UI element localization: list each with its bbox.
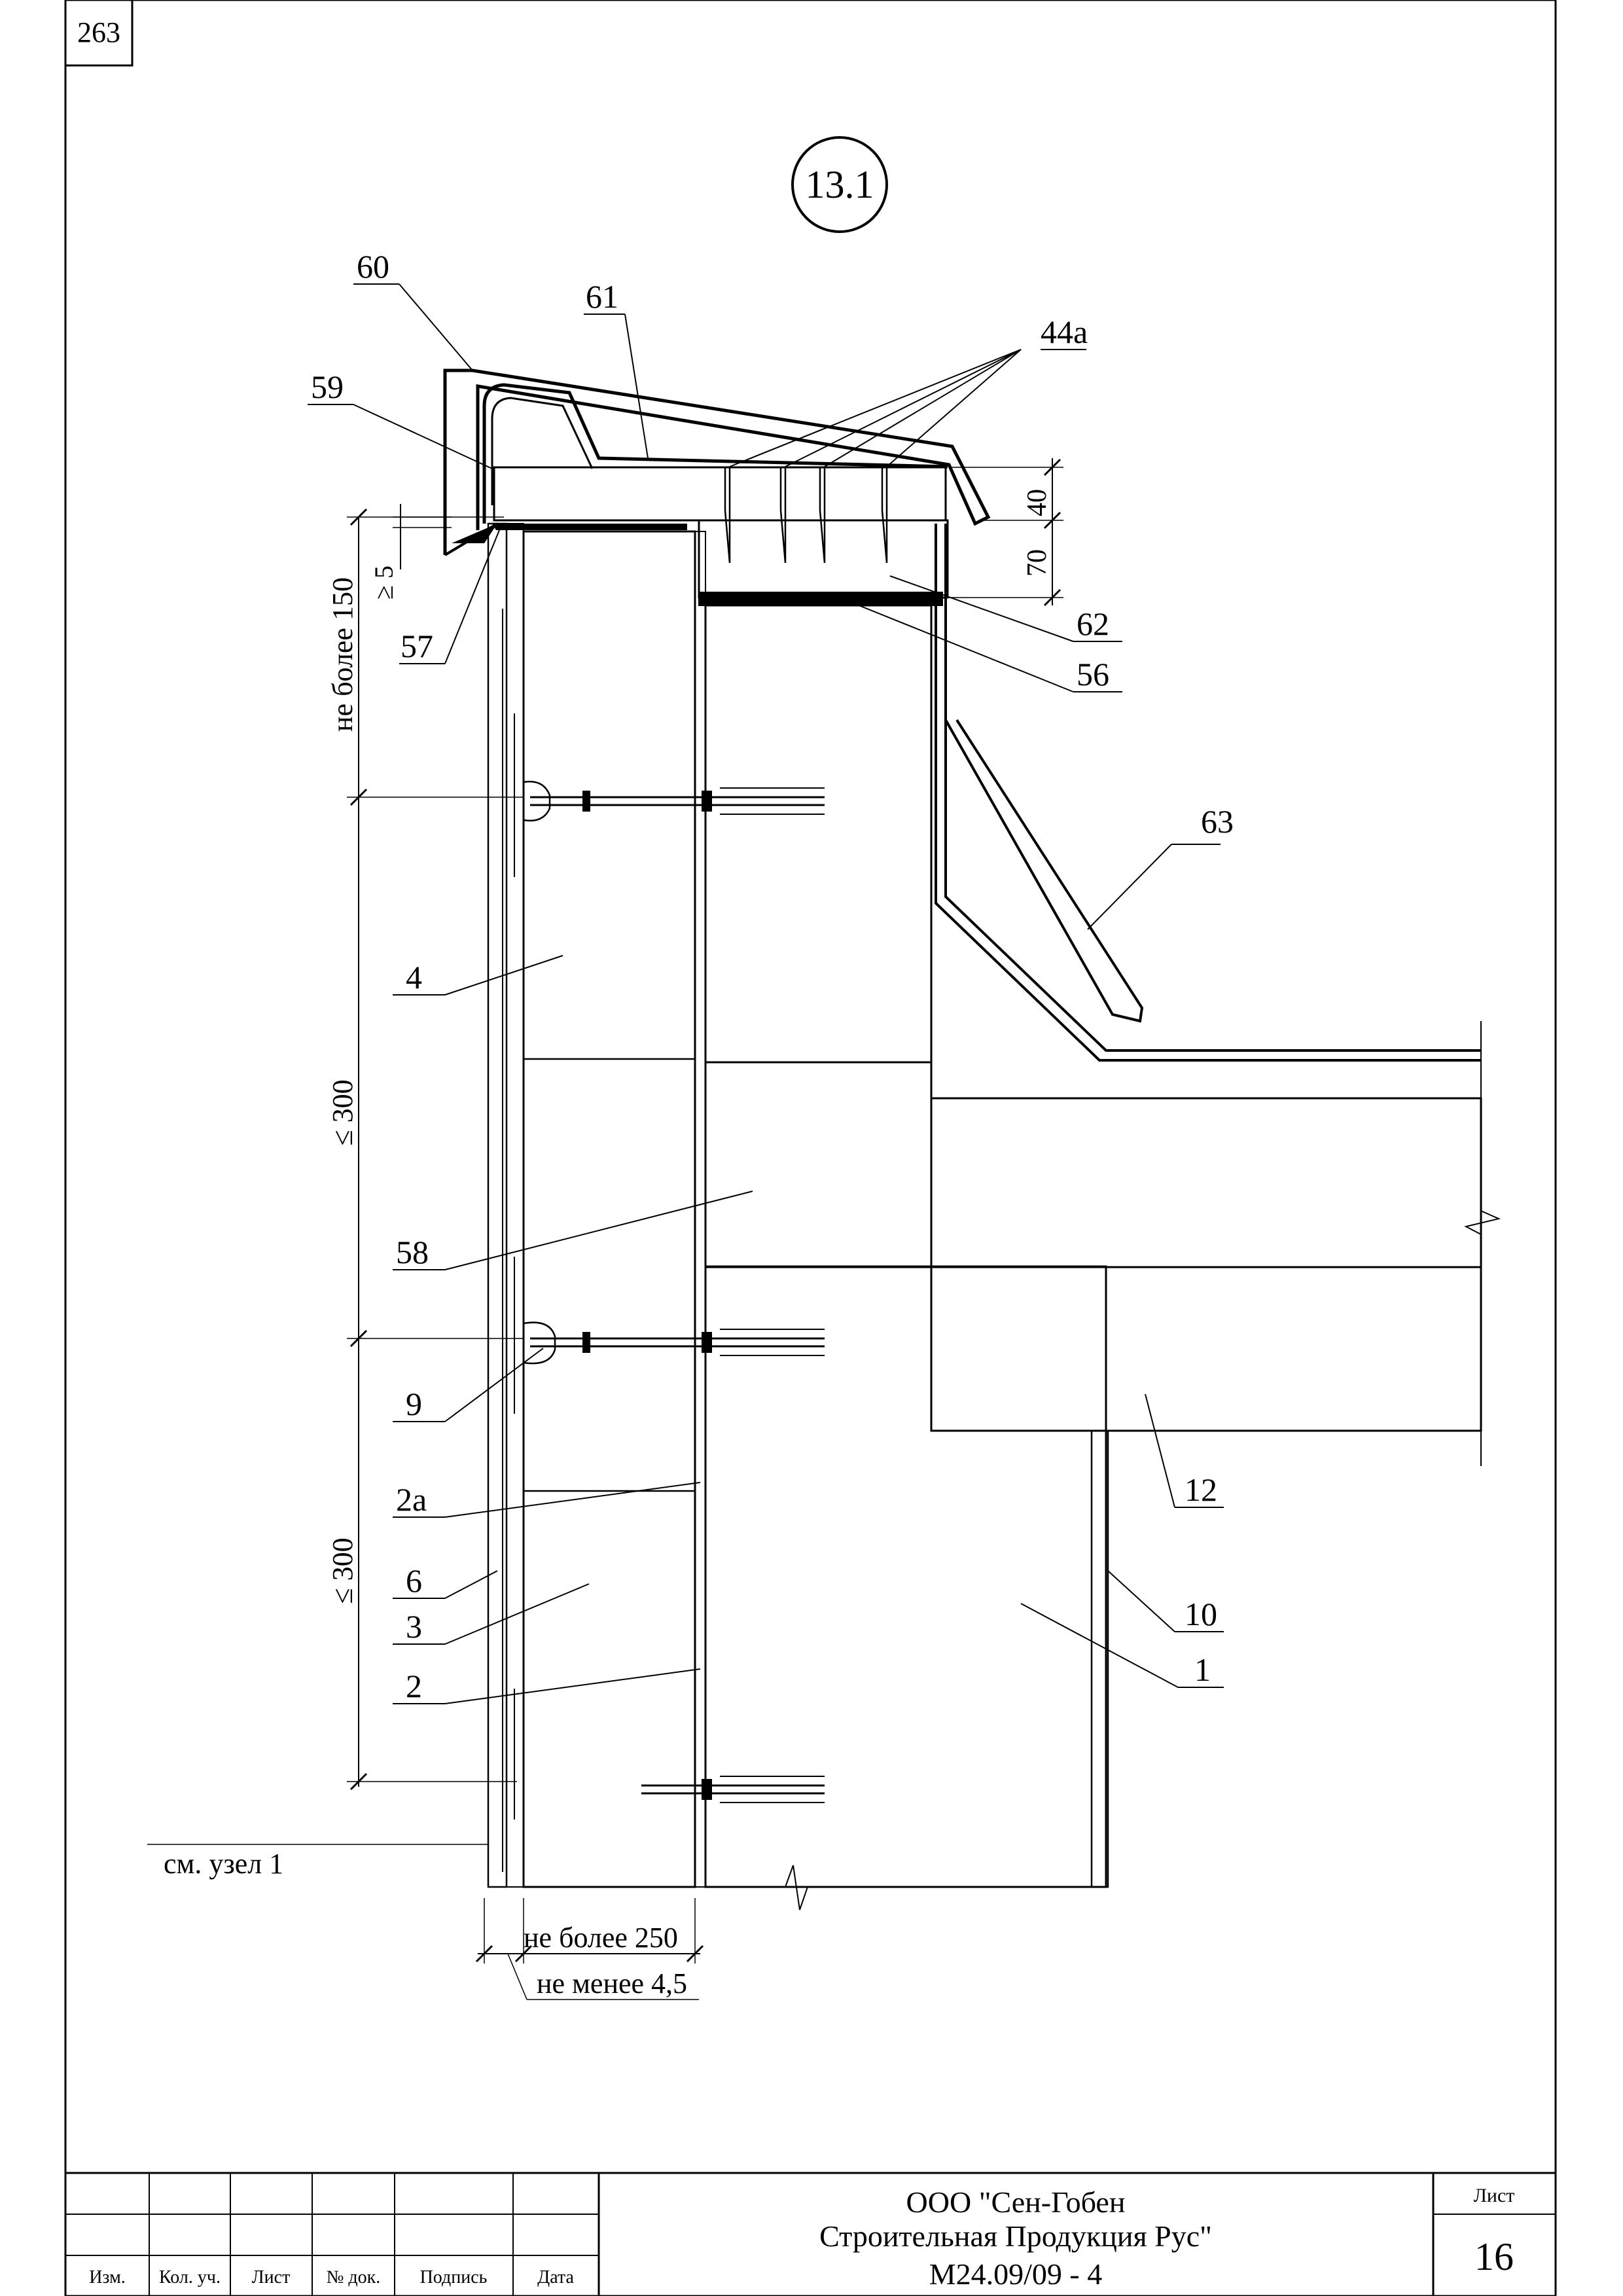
detail-number: 13.1 (806, 163, 874, 206)
title-header-doc: № док. (327, 2267, 381, 2287)
callout-2: 2 (406, 1668, 422, 1704)
dim-max-300-b: ≤ 300 (327, 1537, 359, 1604)
callout-6: 6 (406, 1562, 422, 1599)
callout-58: 58 (396, 1234, 429, 1270)
dim-ge-5: ≥ 5 (369, 565, 399, 600)
render-layer (487, 522, 508, 1888)
title-header-izm: Изм. (89, 2267, 126, 2287)
sheet-number: 16 (1474, 2235, 1514, 2278)
dim-max-300-a: ≤ 300 (327, 1079, 359, 1145)
roof-slab (930, 1266, 1482, 1432)
callout-60: 60 (357, 248, 389, 285)
leader-lines (308, 283, 1224, 1704)
timber-beam-lower (698, 519, 949, 599)
dimension-labels: 40 70 ≥ 5 не более 150 ≤ 300 ≤ 300 не бо… (164, 489, 1052, 2000)
callout-labels: 60 61 44а 59 57 62 56 63 4 58 9 2а 6 3 2… (311, 248, 1234, 1704)
sheet-label: Лист (1474, 2185, 1515, 2206)
screws-44a (724, 467, 888, 564)
callout-63: 63 (1201, 803, 1234, 840)
callout-2a: 2а (396, 1481, 427, 1518)
callout-12: 12 (1185, 1471, 1217, 1508)
title-header-list: Лист (252, 2267, 291, 2287)
callout-61: 61 (586, 278, 618, 315)
callout-1: 1 (1194, 1651, 1211, 1688)
company-line-1: ООО "Сен-Гобен (906, 2185, 1126, 2219)
title-header-kol: Кол. уч. (159, 2267, 221, 2287)
dim-max-150: не более 150 (327, 577, 359, 732)
reference-note: см. узел 1 (164, 1848, 283, 1880)
title-block: Изм. Кол. уч. Лист № док. Подпись Дата О… (64, 2172, 1557, 2296)
dim-40: 40 (1022, 489, 1052, 516)
sheet-corner-number: 263 (77, 16, 120, 48)
facade-insulation (522, 530, 696, 1888)
title-header-date: Дата (537, 2267, 574, 2287)
dowel-anchors (523, 780, 825, 1803)
callout-4: 4 (406, 959, 422, 996)
masonry-wall-upper (704, 604, 933, 1064)
callout-56: 56 (1077, 656, 1109, 692)
dim-max-250: не более 250 (524, 1922, 678, 1954)
timber-beam-upper (493, 466, 947, 522)
parapet-cap (443, 368, 991, 555)
callout-44a: 44а (1041, 314, 1088, 350)
detail-bubble: 13.1 (791, 136, 888, 233)
roof-insulation-layer (930, 1097, 1482, 1268)
ring-beam (704, 1061, 933, 1268)
document-code: М24.09/09 - 4 (929, 2257, 1103, 2291)
callout-57: 57 (401, 628, 433, 664)
callout-3: 3 (406, 1608, 422, 1645)
roof-flashing (935, 524, 1481, 1062)
dim-70: 70 (1022, 549, 1052, 577)
company-line-2: Строительная Продукция Рус" (819, 2219, 1212, 2253)
callout-10: 10 (1185, 1596, 1217, 1632)
dimension-lines (147, 458, 1063, 2000)
sheet-frame: 263 (64, 0, 1557, 2296)
construction-section (443, 368, 1501, 1910)
callout-62: 62 (1077, 605, 1109, 642)
callout-59: 59 (311, 368, 344, 405)
adhesive-layer (694, 531, 706, 1888)
title-header-sign: Подпись (420, 2267, 488, 2287)
callout-9: 9 (406, 1386, 422, 1422)
dim-min-4-5: не менее 4,5 (537, 1967, 687, 2000)
